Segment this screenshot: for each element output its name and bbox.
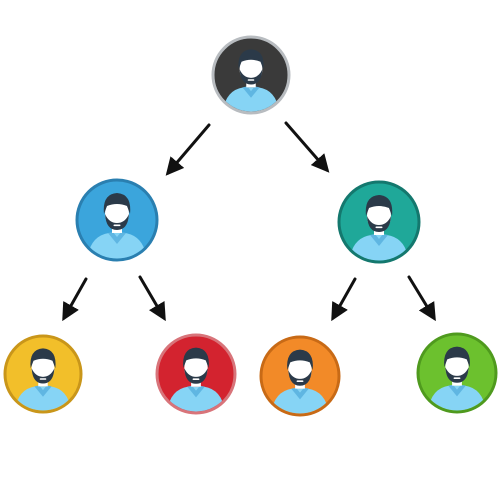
node-right (337, 180, 421, 264)
node-right-b (416, 332, 498, 414)
node-left-b (155, 333, 237, 415)
person-avatar-icon (166, 347, 226, 412)
node-left (75, 178, 159, 262)
node-left-a (3, 334, 83, 414)
person-avatar-icon (222, 49, 280, 112)
arrow-right-to-right-a (331, 277, 357, 322)
person-avatar-icon (427, 346, 487, 411)
arrow-left-to-left-a (62, 277, 88, 322)
arrow-root-to-left (165, 123, 211, 176)
arrow-right-to-right-b (407, 275, 436, 322)
edges-layer (62, 121, 436, 322)
person-avatar-icon (14, 348, 72, 411)
arrow-left-to-left-b (138, 275, 166, 322)
node-right-a (259, 335, 341, 417)
person-avatar-icon (87, 193, 147, 259)
person-avatar-icon (349, 195, 409, 261)
person-avatar-icon (270, 349, 330, 414)
node-root (211, 35, 291, 115)
arrow-root-to-right (284, 121, 330, 173)
nodes-layer (3, 35, 498, 417)
